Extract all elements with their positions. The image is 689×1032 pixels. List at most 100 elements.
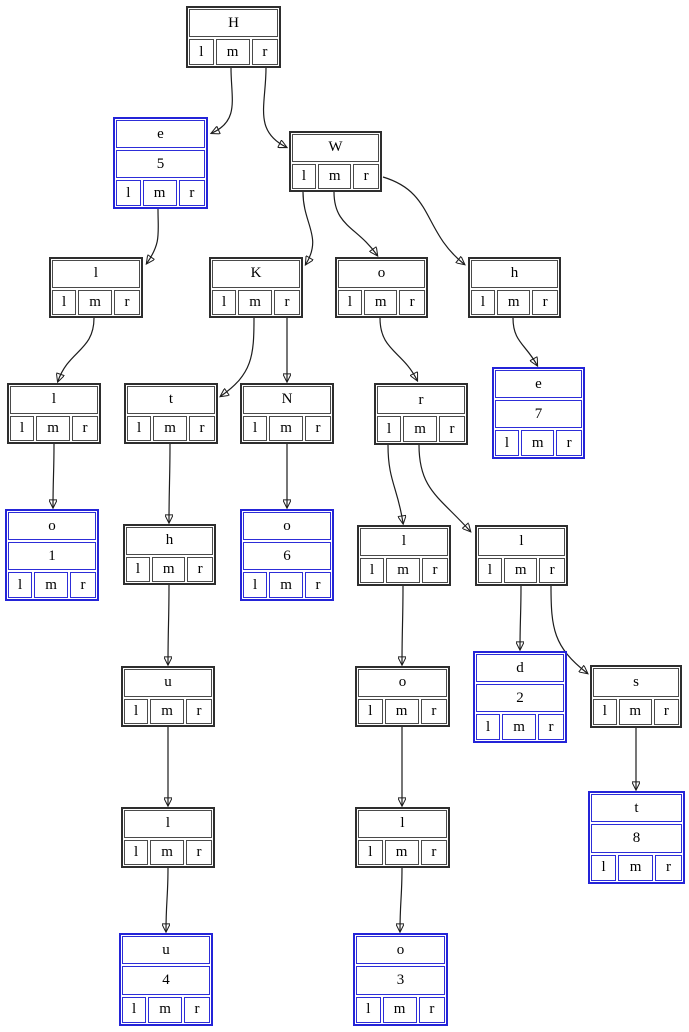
node-value: 1 xyxy=(8,542,96,570)
port-cell-r: r xyxy=(420,839,448,865)
node-label: l xyxy=(478,528,565,556)
edge-h3-m-e7 xyxy=(512,317,537,365)
node-label: t xyxy=(591,794,682,823)
port-cell-l: l xyxy=(476,714,501,740)
port-cell-l: l xyxy=(338,289,362,315)
port-cell-r: r xyxy=(189,415,215,441)
port-cell-r: r xyxy=(399,289,425,315)
node-label: l xyxy=(358,810,447,838)
port-cell-r: r xyxy=(556,430,582,456)
port-cell-l: l xyxy=(52,289,77,315)
edge-l5c-m-d2 xyxy=(520,585,521,649)
edge-h5-m-u6 xyxy=(168,584,169,664)
port-cell-l: l xyxy=(471,289,495,315)
node-label: l xyxy=(360,528,448,556)
port-cell-r: r xyxy=(655,854,682,881)
port-cell-l: l xyxy=(243,572,268,598)
port-cell-l: l xyxy=(495,430,519,456)
node-label: N xyxy=(243,386,331,414)
node-label: o xyxy=(356,936,445,965)
port-cell-m: m xyxy=(403,416,437,442)
port-cell-l: l xyxy=(377,416,402,442)
node-label: l xyxy=(124,810,212,838)
node-value: 6 xyxy=(243,542,331,570)
node-label: l xyxy=(10,386,98,414)
port-cell-m: m xyxy=(269,572,303,598)
port-cell-l: l xyxy=(127,415,152,441)
node-label: h xyxy=(126,527,213,555)
port-cell-m: m xyxy=(36,415,70,441)
port-cell-r: r xyxy=(184,996,210,1023)
node-label: o xyxy=(358,669,447,697)
port-cell-l: l xyxy=(593,698,617,725)
edge-W-m-o3 xyxy=(333,191,377,255)
port-cell-r: r xyxy=(187,556,213,582)
edge-H-r-W xyxy=(262,67,286,147)
node-label: s xyxy=(593,668,679,697)
port-cell-m: m xyxy=(269,415,303,441)
port-cell-r: r xyxy=(72,415,98,441)
port-cell-l: l xyxy=(358,839,383,865)
node-label: e xyxy=(495,370,582,398)
edge-t4-m-h5 xyxy=(169,443,170,522)
edge-r4-m-l5c xyxy=(418,444,470,531)
port-cell-m: m xyxy=(384,698,419,724)
port-cell-l: l xyxy=(212,289,237,315)
port-cell-l: l xyxy=(122,996,147,1023)
node-value: 2 xyxy=(476,684,564,712)
port-cell-l: l xyxy=(126,556,150,582)
port-cell-l: l xyxy=(358,698,383,724)
node-label: H xyxy=(189,9,278,37)
node-label: W xyxy=(292,134,379,162)
edge-W-r-h3 xyxy=(382,176,464,264)
port-cell-l: l xyxy=(124,839,149,865)
port-cell-l: l xyxy=(189,39,214,65)
port-cell-r: r xyxy=(178,180,206,206)
port-cell-r: r xyxy=(418,996,446,1023)
port-cell-m: m xyxy=(148,996,182,1023)
port-cell-m: m xyxy=(497,289,531,315)
port-cell-r: r xyxy=(305,572,331,598)
port-cell-m: m xyxy=(152,556,186,582)
edge-l5b-m-o6b xyxy=(402,585,403,664)
port-cell-l: l xyxy=(356,996,381,1023)
edge-o3-m-r4 xyxy=(379,317,417,380)
port-cell-r: r xyxy=(353,163,379,189)
node-label: o xyxy=(243,512,331,540)
node-label: r xyxy=(377,386,465,414)
port-cell-m: m xyxy=(150,698,184,724)
port-cell-r: r xyxy=(439,416,465,442)
